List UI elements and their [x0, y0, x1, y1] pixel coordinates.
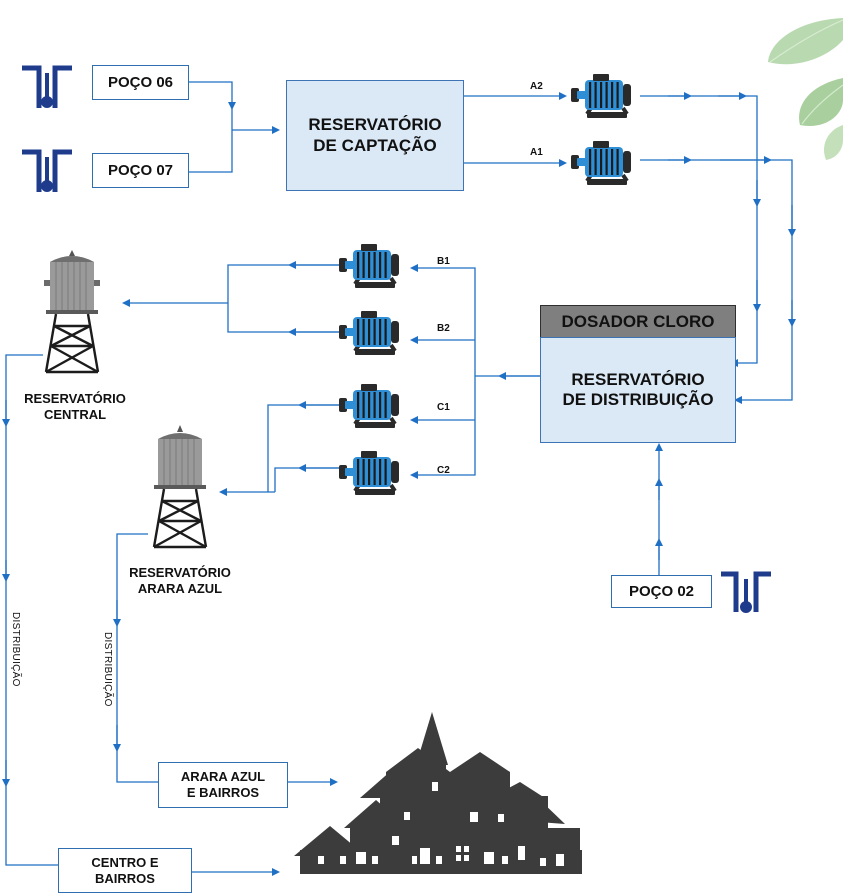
reservatorio-arara-label: RESERVATÓRIO ARARA AZUL	[110, 565, 250, 598]
pipe-trunk-c	[410, 376, 476, 479]
arara-line-1: RESERVATÓRIO	[129, 565, 231, 580]
water-tower-icon-central	[44, 250, 100, 374]
centro-bairros-box: CENTRO E BAIRROS	[58, 848, 192, 893]
pipe-a1-out	[640, 159, 793, 404]
well-icon-poco02	[721, 571, 771, 613]
reservatorio-captacao-box: RESERVATÓRIO DE CAPTAÇÃO	[286, 80, 464, 191]
pipe-central-distribution	[5, 354, 58, 866]
pipe-b2-out	[227, 303, 340, 333]
dosador-cloro-header: DOSADOR CLORO	[540, 305, 736, 338]
reservatorio-distribuicao-box: RESERVATÓRIO DE DISTRIBUIÇÃO	[540, 337, 736, 443]
pump-icon-a2	[571, 74, 631, 118]
pump-icon-b2	[339, 311, 399, 355]
pump-label-c1: C1	[437, 402, 450, 413]
pump-label-b1: B1	[437, 256, 450, 267]
arara-dest-line-2: E BAIRROS	[186, 785, 260, 800]
pipe-poco07	[187, 140, 233, 173]
water-tower-icon-arara	[152, 425, 208, 549]
pump-label-b2: B2	[437, 323, 450, 334]
dosador-label: DOSADOR CLORO	[561, 311, 715, 331]
pipe-poco06	[187, 81, 236, 110]
captacao-line-2: DE CAPTAÇÃO	[313, 135, 437, 155]
well-icon-poco07	[22, 149, 72, 192]
arara-azul-bairros-box: ARARA AZUL E BAIRROS	[158, 762, 288, 808]
captacao-line-1: RESERVATÓRIO	[308, 115, 442, 135]
centro-dest-line-1: CENTRO E	[91, 854, 159, 870]
pipe-b1-out	[227, 264, 340, 303]
poco-02-label: POÇO 02	[628, 582, 695, 600]
poco-06-box: POÇO 06	[92, 65, 189, 100]
pump-label-c2: C2	[437, 465, 450, 476]
leaf-decoration-icon	[768, 18, 843, 160]
arara-line-2: ARARA AZUL	[137, 581, 223, 597]
poco-06-label: POÇO 06	[107, 73, 174, 91]
distribuicao-line-1: RESERVATÓRIO	[571, 369, 705, 389]
arara-dest-line-1: ARARA AZUL	[180, 769, 266, 785]
pump-label-a1: A1	[530, 147, 543, 158]
pipe-trunk-b	[410, 264, 476, 376]
central-line-2: CENTRAL	[43, 407, 107, 423]
pump-icon-b1	[339, 244, 399, 288]
distribuicao-line-2: DE DISTRIBUIÇÃO	[562, 390, 714, 409]
pipe-arara-distribution	[116, 533, 158, 783]
central-line-1: RESERVATÓRIO	[24, 391, 126, 406]
pump-icon-c2	[339, 451, 399, 495]
distribuicao-label-arara: DISTRIBUIÇÃO	[102, 632, 113, 707]
centro-dest-line-2: BAIRROS	[95, 870, 155, 886]
pipe-c2-out	[274, 467, 340, 492]
pipe-a2-out	[640, 95, 758, 367]
pump-icon-a1	[571, 141, 631, 185]
well-icon-poco06	[22, 65, 72, 108]
pipe-c1-out	[267, 404, 340, 492]
poco-07-box: POÇO 07	[92, 153, 189, 188]
poco-07-label: POÇO 07	[107, 161, 174, 179]
pump-label-a2: A2	[530, 81, 543, 92]
town-silhouette-icon	[294, 712, 582, 874]
pipe-junction-captacao	[231, 108, 278, 140]
distribuicao-label-central: DISTRIBUIÇÃO	[10, 612, 21, 687]
pump-icon-c1	[339, 384, 399, 428]
poco-02-box: POÇO 02	[611, 575, 712, 608]
reservatorio-central-label: RESERVATÓRIO CENTRAL	[5, 391, 145, 424]
